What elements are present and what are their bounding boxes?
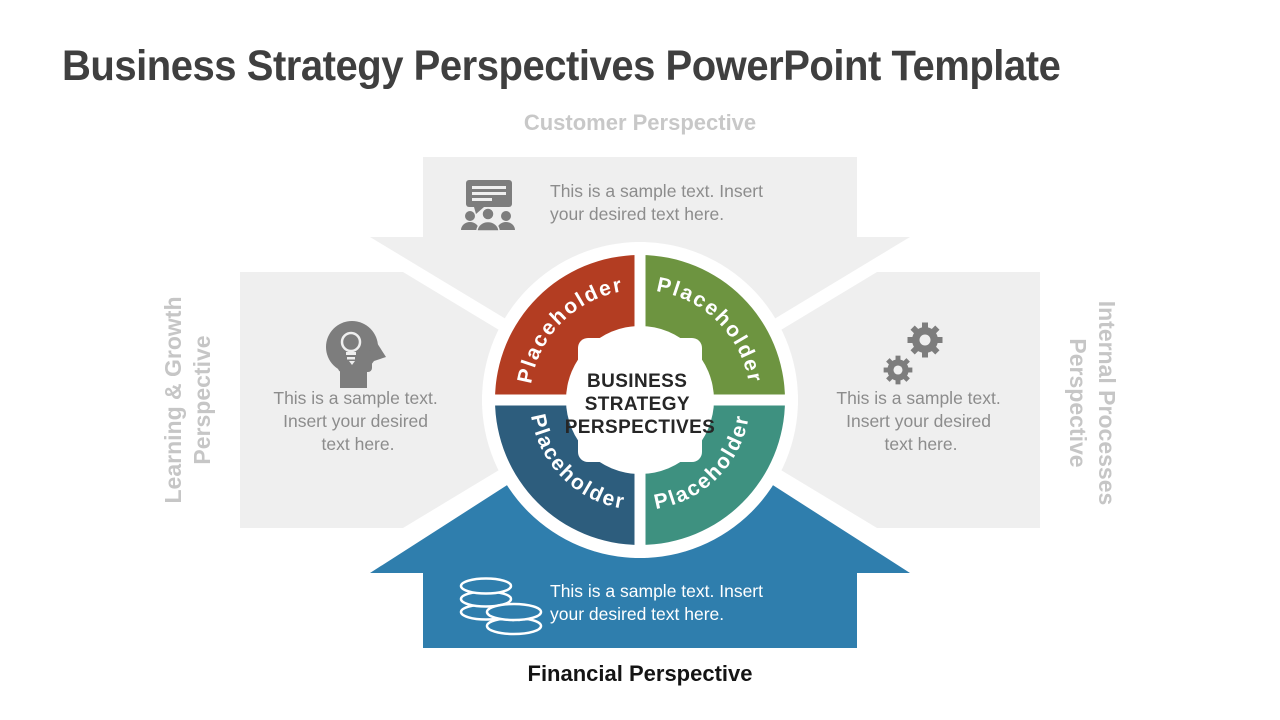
coin [485,602,543,622]
customer-perspective-label[interactable]: Customer Perspective [523,110,757,135]
head-neck [340,368,367,388]
learning-sample-text[interactable]: This is a sample text. Insert your desir… [273,388,442,454]
board-line [472,198,492,201]
head-nose [370,332,386,362]
center-badge-circle [566,326,714,474]
center-title[interactable]: BUSINESS STRATEGY PERSPECTIVES [565,371,716,438]
internal-sample-text[interactable]: This is a sample text. Insert your desir… [836,388,1005,454]
gear-icon [883,355,913,385]
board-line [472,192,506,195]
internal-label-line2: Perspective [1065,338,1091,468]
internal-box-shape[interactable] [665,272,1040,528]
bulb-tip [349,361,355,365]
person-body [497,222,515,230]
presentation-audience-icon [461,180,515,232]
bulb-base [346,352,356,355]
person-body [461,222,479,230]
financial-sample-text[interactable]: This is a sample text. Insert your desir… [550,581,768,624]
gear-icon [907,322,943,358]
bulb-glass [340,331,362,353]
internal-processes-perspective-label[interactable]: Internal Processes Perspective [1063,301,1121,506]
segment-bottom-left[interactable] [495,400,640,545]
segment-bottom-right[interactable] [640,400,785,545]
customer-sample-text[interactable]: This is a sample text. Insert your desir… [550,181,768,224]
coin [459,577,513,595]
financial-perspective-label[interactable]: Financial Perspective [527,661,753,686]
idea-head-icon [326,321,386,388]
segment-top-right[interactable] [640,255,785,400]
coins-icon [459,577,543,636]
internal-label-line1: Internal Processes [1094,300,1120,506]
segment-top-left[interactable] [495,255,640,400]
bulb-base [347,357,355,360]
person-body [476,220,500,232]
learning-label-line1: Learning & Growth [160,296,186,504]
person-head [501,211,511,221]
person-head [465,211,475,221]
board-line [472,186,506,189]
board-tail [474,207,484,214]
learning-growth-perspective-label[interactable]: Learning & Growth Perspective [159,297,217,504]
person-head [481,207,495,221]
slide-title[interactable]: Business Strategy Perspectives PowerPoin… [62,42,1061,90]
learning-label-line2: Perspective [189,335,215,465]
